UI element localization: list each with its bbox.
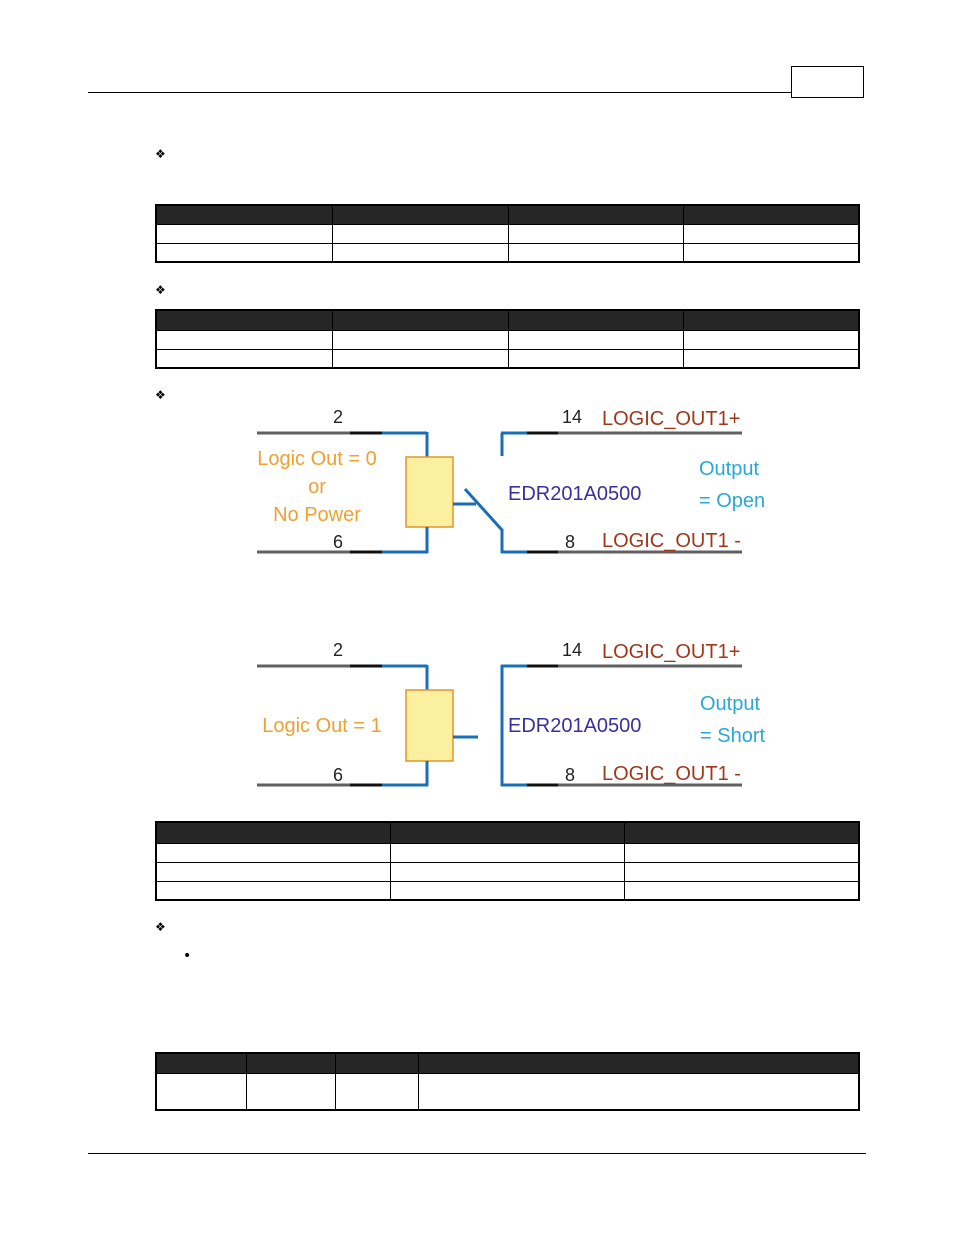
table-3-header-cell: [623, 821, 860, 844]
output-state-label: = Short: [700, 725, 765, 747]
output-state-label: Output: [699, 458, 759, 480]
output-state-label: Output: [700, 693, 760, 715]
table-1-header-cell: [682, 204, 860, 225]
pin-label: 14: [562, 407, 582, 427]
table-1-header-cell: [507, 204, 684, 225]
output-state-label: = Open: [699, 490, 765, 512]
table-row: [155, 223, 860, 244]
table-2-header-cell: [155, 309, 333, 331]
table-4: [155, 1052, 860, 1111]
table-row: [155, 842, 860, 863]
logic-state-label: or: [308, 476, 326, 498]
table-1-header-cell: [155, 204, 333, 225]
header-rule: [88, 92, 792, 93]
table-2-header-cell: [331, 309, 509, 331]
section-bullet-4: ❖: [155, 920, 166, 934]
pin-label: 8: [565, 532, 575, 552]
section-bullet-2: ❖: [155, 283, 166, 297]
pin-label: 2: [333, 407, 343, 427]
relay-coil-icon: [405, 689, 454, 762]
table-2: [155, 309, 860, 369]
signal-label: LOGIC_OUT1+: [602, 641, 740, 663]
table-row: [155, 348, 860, 369]
signal-label: LOGIC_OUT1 -: [602, 763, 741, 785]
pin-label: 14: [562, 640, 582, 660]
table-3-header-cell: [389, 821, 625, 844]
pin-label: 6: [333, 532, 343, 552]
table-2-header-cell: [682, 309, 860, 331]
table-3: [155, 821, 860, 901]
table-1: [155, 204, 860, 263]
device-label: EDR201A0500: [508, 483, 641, 505]
page-number-box: [791, 66, 864, 98]
section-bullet-3: ❖: [155, 388, 166, 402]
table-1-header-cell: [331, 204, 509, 225]
logic-state-label: No Power: [273, 504, 361, 526]
diagram-open-state: 2 6 14 8 Logic Out = 0 or No Power EDR20…: [257, 407, 765, 554]
table-row: [155, 861, 860, 882]
signal-label: LOGIC_OUT1 -: [602, 530, 741, 552]
diagram-short-state: 2 6 14 8 Logic Out = 1 EDR201A0500 LOGIC…: [257, 640, 765, 787]
relay-output-diagram: 2 6 14 8 Logic Out = 0 or No Power EDR20…: [257, 407, 765, 787]
table-row: [155, 242, 860, 263]
table-4-header-cell: [155, 1052, 247, 1074]
section-bullet-1: ❖: [155, 147, 166, 161]
table-4-header-cell: [334, 1052, 419, 1074]
table-4-header-cell: [245, 1052, 336, 1074]
footer-rule: [88, 1153, 866, 1154]
relay-coil-icon: [405, 456, 454, 528]
pin-label: 2: [333, 640, 343, 660]
pin-label: 6: [333, 765, 343, 785]
pin-label: 8: [565, 765, 575, 785]
table-row: [155, 1072, 860, 1111]
table-row: [155, 880, 860, 901]
logic-state-label: Logic Out = 0: [257, 448, 377, 470]
table-4-header-cell: [417, 1052, 860, 1074]
logic-state-label: Logic Out = 1: [262, 715, 382, 737]
list-bullet: •: [183, 948, 192, 964]
device-label: EDR201A0500: [508, 715, 641, 737]
table-3-header-cell: [155, 821, 391, 844]
signal-label: LOGIC_OUT1+: [602, 408, 740, 430]
table-row: [155, 329, 860, 350]
table-2-header-cell: [507, 309, 684, 331]
